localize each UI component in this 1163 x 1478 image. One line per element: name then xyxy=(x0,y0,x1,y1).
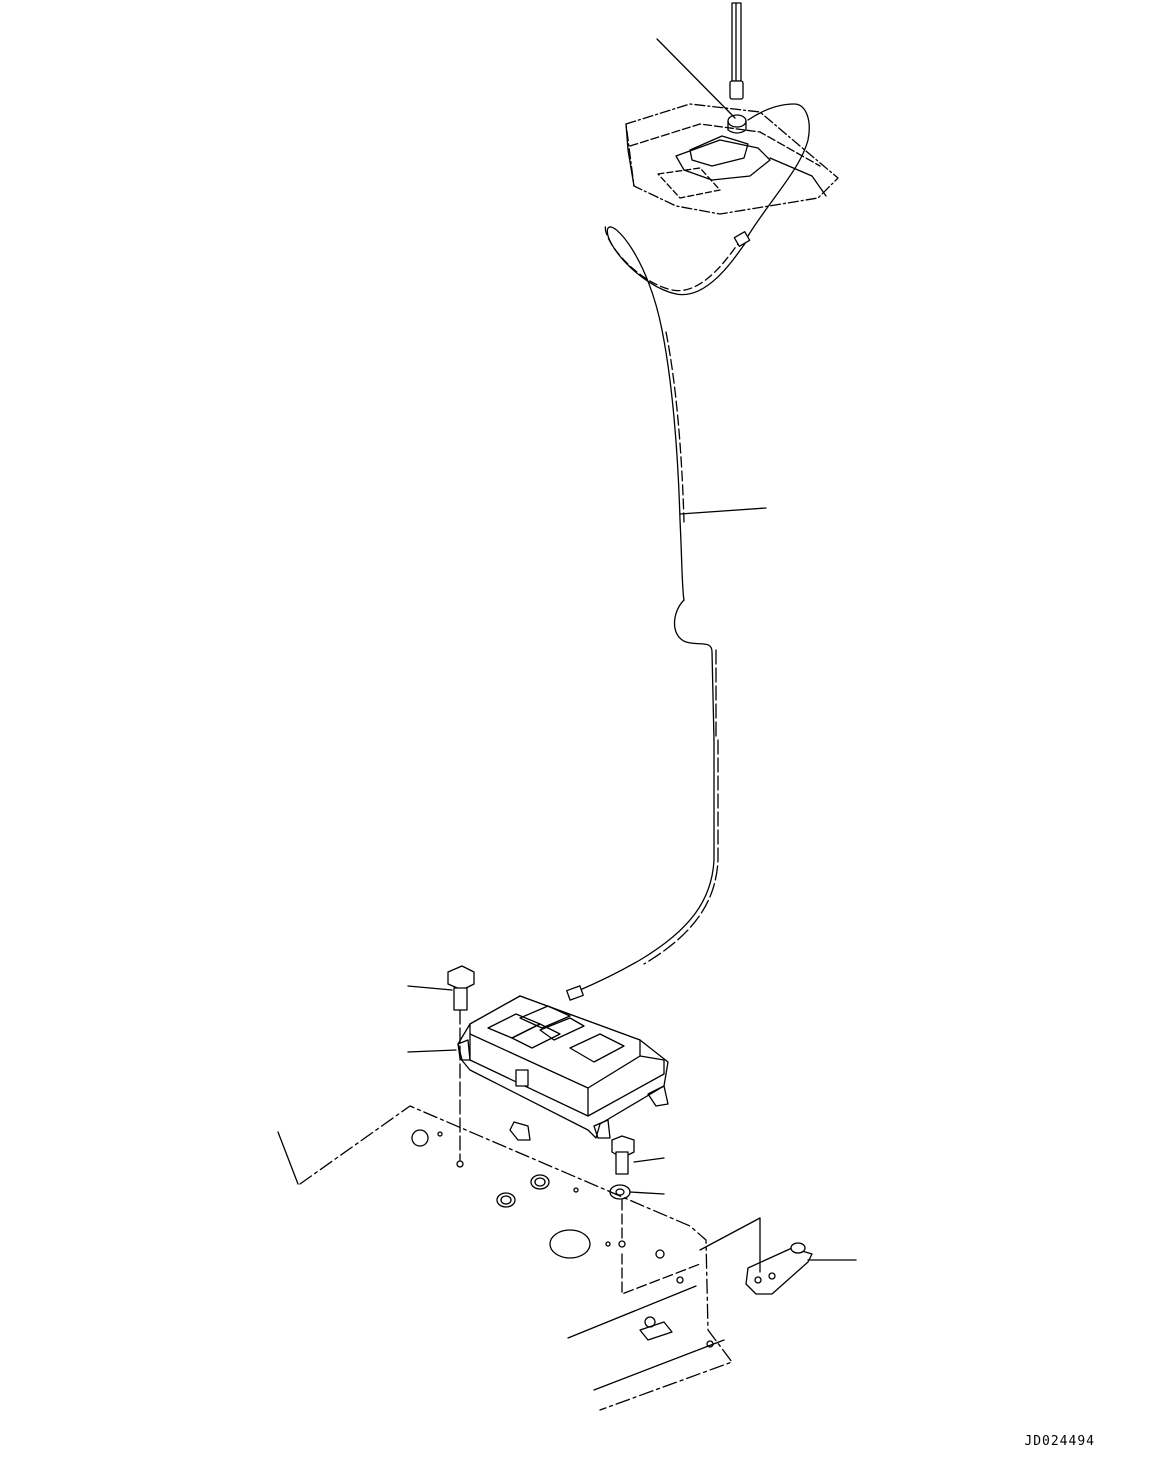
bolt-icon xyxy=(612,1136,664,1174)
drawing-reference-code: JD024494 xyxy=(1024,1434,1095,1449)
washer-icon xyxy=(610,1185,664,1247)
coax-cable-icon xyxy=(567,104,810,1000)
bracket-icon xyxy=(746,1218,856,1294)
antenna-rod-icon xyxy=(730,3,743,99)
control-unit-icon xyxy=(408,966,668,1167)
antenna-mount-icon xyxy=(626,39,838,214)
bolt-icon xyxy=(448,966,474,1167)
frame-plate-icon xyxy=(278,1106,760,1410)
